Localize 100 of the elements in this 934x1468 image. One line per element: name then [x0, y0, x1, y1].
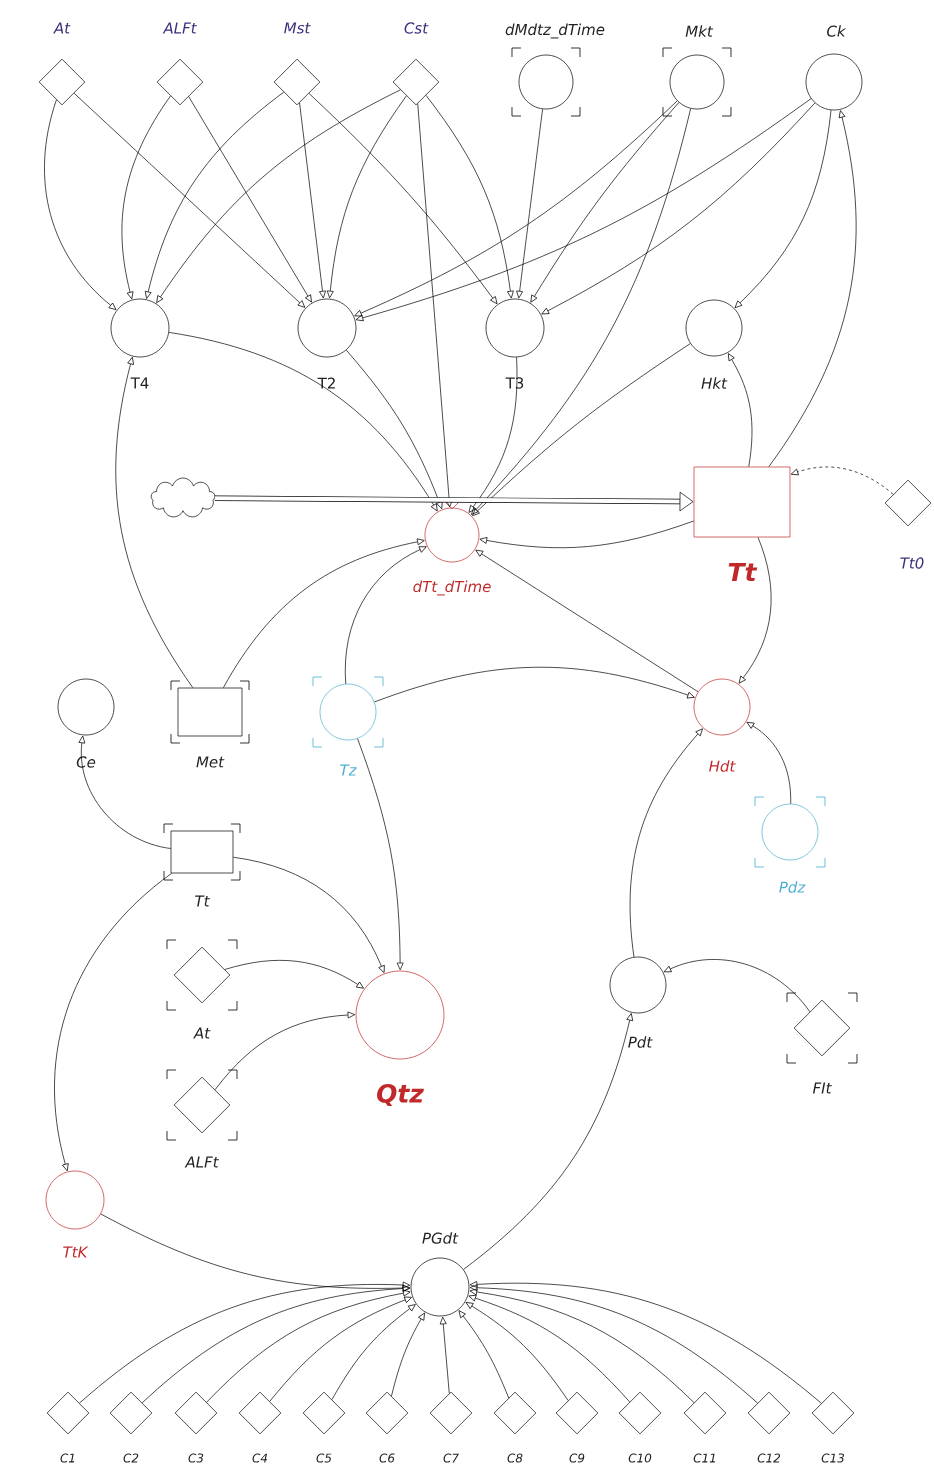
node-label: C5	[316, 1453, 332, 1463]
arrow	[344, 546, 427, 685]
node-label: C10	[628, 1453, 652, 1463]
node-label: Ck	[827, 25, 847, 37]
arrow	[768, 110, 857, 467]
arrow	[223, 538, 425, 688]
arrow	[354, 100, 678, 317]
node-label: C11	[693, 1453, 715, 1463]
node-label: C3	[188, 1453, 204, 1463]
node-label: Mst	[284, 22, 311, 34]
arrow	[468, 356, 518, 513]
node-label: Pdt	[628, 1036, 653, 1048]
node-label: C9	[569, 1453, 585, 1463]
arrow	[144, 91, 285, 299]
node-label: Tt0	[900, 557, 924, 569]
node-label: ALFt	[162, 22, 198, 34]
arrow	[391, 1312, 425, 1397]
node-label: Met	[196, 756, 225, 768]
node-label: At	[53, 22, 71, 34]
arrow	[345, 349, 443, 510]
arrow	[115, 356, 194, 688]
node-label: TtK	[63, 1246, 89, 1258]
flow-pipe	[214, 491, 694, 512]
node-label: Qtz	[377, 1083, 424, 1107]
arrow	[269, 1296, 412, 1402]
arrow	[516, 108, 543, 299]
arrow	[156, 89, 401, 304]
arrow	[78, 735, 171, 849]
node-label: Hdt	[709, 760, 736, 772]
node-label: Tt	[195, 895, 210, 907]
arrow	[530, 102, 680, 303]
arrow	[100, 1213, 411, 1292]
node-label: dTt_dTime	[413, 580, 491, 596]
node-label: Mkt	[685, 25, 714, 37]
node-label: Ce	[76, 756, 96, 768]
arrow	[734, 109, 832, 309]
arrow	[425, 95, 514, 299]
node-label: C13	[821, 1453, 845, 1463]
arrow	[357, 738, 404, 971]
node-label: T3	[505, 377, 524, 389]
arrow	[727, 353, 753, 467]
arrow	[463, 1013, 634, 1270]
node-label: C7	[443, 1453, 459, 1463]
arrow	[206, 1289, 411, 1403]
node-label: T2	[317, 377, 335, 389]
arrow	[121, 95, 171, 300]
arrow	[141, 1285, 411, 1404]
arrow	[469, 1288, 695, 1403]
node-label: ALFt	[184, 1156, 220, 1168]
node-label: Tz	[340, 764, 357, 776]
node-label: C12	[757, 1453, 781, 1463]
arrow	[54, 873, 172, 1172]
arrow	[458, 1310, 510, 1399]
node-label: C1	[60, 1453, 75, 1463]
arrow	[73, 92, 306, 308]
arrow	[326, 95, 407, 299]
stock-box: Tt	[693, 466, 791, 582]
node-label: C8	[507, 1453, 523, 1463]
arrow	[746, 721, 792, 804]
arrow	[738, 537, 772, 684]
cloud-symbol	[150, 477, 216, 518]
node-label: C6	[379, 1453, 395, 1463]
arrow	[475, 549, 699, 693]
arrow	[465, 1302, 569, 1401]
arrow	[79, 1281, 411, 1404]
node-label: At	[193, 1027, 211, 1039]
arrow	[331, 1304, 416, 1400]
arrow	[439, 1316, 450, 1394]
arrow	[168, 332, 438, 512]
arrow	[224, 960, 364, 989]
stock-box: Met	[170, 680, 250, 768]
stock-box: Tt	[163, 823, 241, 907]
node-label: Pdz	[779, 881, 806, 893]
arrow	[188, 96, 312, 303]
arrow	[629, 728, 703, 958]
node-label: PGdt	[422, 1232, 459, 1244]
node-label: T4	[130, 377, 149, 389]
arrow	[472, 343, 691, 516]
arrow	[541, 102, 816, 315]
arrow	[233, 856, 385, 973]
node-label: FIt	[812, 1082, 832, 1094]
node-label: C4	[252, 1453, 268, 1463]
arrow	[308, 93, 498, 305]
arrow	[469, 1281, 822, 1404]
node-label: Cst	[404, 22, 429, 34]
arrow	[374, 666, 695, 703]
arrow	[417, 103, 453, 508]
arrow	[355, 98, 812, 322]
node-label: Hkt	[701, 377, 728, 389]
arrow	[44, 99, 117, 310]
arrow	[468, 1294, 631, 1403]
arrow	[790, 466, 894, 495]
arrow	[663, 959, 811, 1013]
node-label: Tt	[728, 562, 758, 582]
arrow	[214, 1011, 356, 1091]
arrow	[299, 102, 326, 299]
arrow	[471, 108, 691, 515]
arrow	[469, 1284, 758, 1404]
node-label: dMdtz_dTime	[505, 23, 605, 39]
node-label: C2	[123, 1453, 139, 1463]
